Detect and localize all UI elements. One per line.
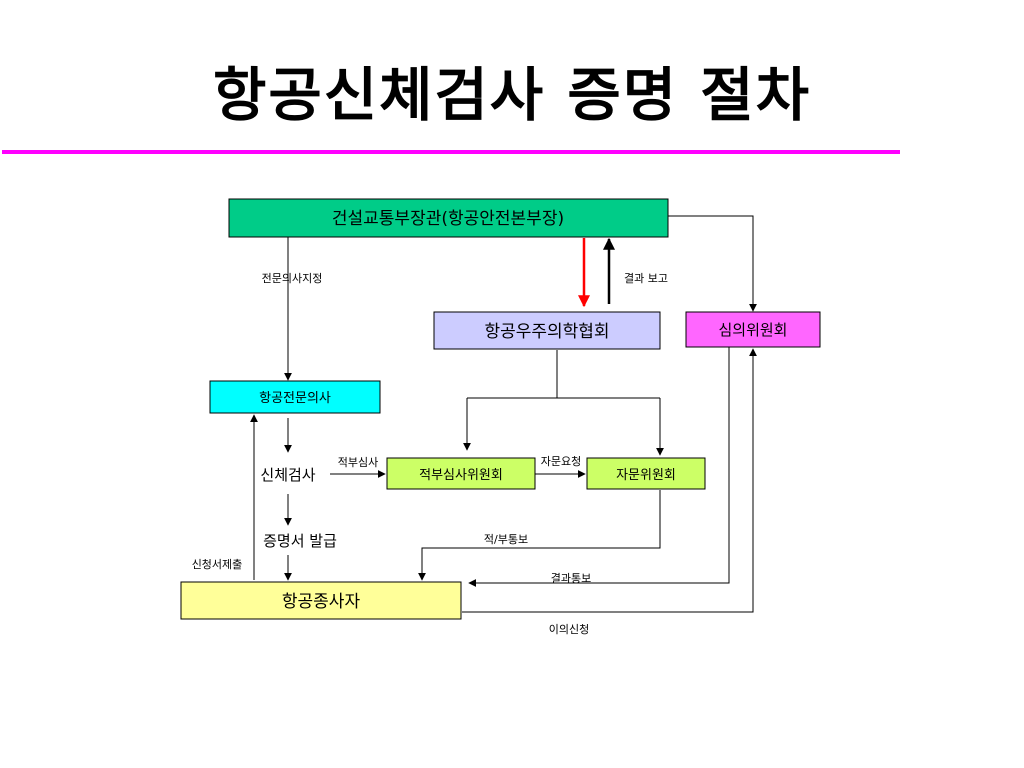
node-certificate-issue: 증명서 발급	[263, 532, 337, 550]
edge-label-result-report: 결과 보고	[624, 272, 668, 285]
edge-label-designate-doctor: 전문의사지정	[262, 272, 323, 285]
node-suitability-committee: 적부심사위원회	[386, 457, 536, 490]
edge-label-objection: 이의신청	[549, 623, 589, 636]
edge-label-advisory-request: 자문요청	[541, 455, 581, 468]
page-title: 항공신체검사 증명 절차	[213, 61, 811, 129]
node-physical-exam: 신체검사	[260, 466, 315, 484]
node-advisory-committee: 자문위원회	[586, 457, 706, 490]
node-aviation-doctor-label: 항공전문의사	[259, 391, 331, 406]
edge-label-suitability-notice: 적/부통보	[484, 533, 528, 546]
node-ministry: 건설교통부장관(항공안전본부장)	[228, 198, 669, 238]
edge-label-suitability-review: 적부심사	[338, 456, 378, 469]
edge-worker-to-review	[462, 348, 757, 613]
node-suitability-committee-label: 적부심사위원회	[419, 468, 503, 483]
node-review-committee: 심의위원회	[685, 311, 821, 348]
edge-review-to-worker	[468, 347, 730, 587]
edge-label-submit-application: 신청서제출	[192, 558, 243, 571]
node-aviation-worker-label: 항공종사자	[282, 592, 361, 612]
title-underline	[2, 150, 900, 154]
edge-advisory-to-worker	[418, 490, 661, 581]
edge-ministry-to-review	[668, 215, 757, 312]
node-aerospace-society-label: 항공우주의학협회	[484, 322, 609, 342]
node-review-committee-label: 심의위원회	[718, 321, 787, 339]
node-aviation-doctor: 항공전문의사	[209, 380, 381, 414]
edge-label-result-notice: 결과통보	[551, 572, 591, 585]
node-advisory-committee-label: 자문위원회	[616, 468, 676, 483]
node-aerospace-society: 항공우주의학협회	[433, 311, 661, 350]
node-ministry-label: 건설교통부장관(항공안전본부장)	[332, 209, 564, 229]
node-aviation-worker: 항공종사자	[180, 581, 462, 620]
